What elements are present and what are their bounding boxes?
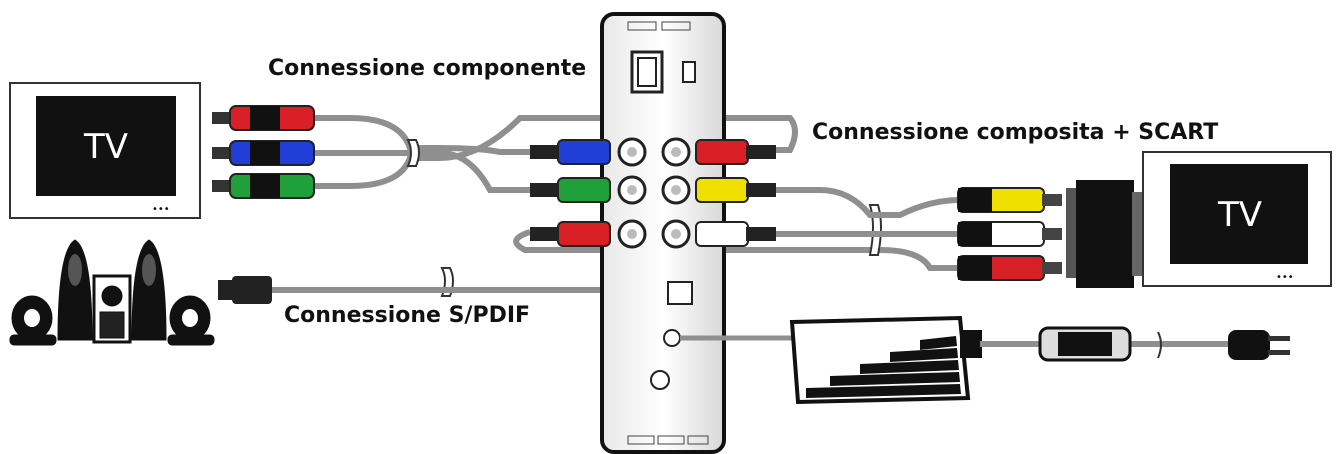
rca-plug-blue-device <box>530 139 611 165</box>
rca-plug-yellow-scart <box>957 187 1062 213</box>
tv-left: TV ••• <box>9 82 201 219</box>
tv-right-label: TV <box>1217 195 1262 235</box>
rca-plug-red-device-left <box>530 221 611 247</box>
rca-plug-red-left <box>212 105 315 131</box>
rca-plug-red-scart <box>957 255 1062 281</box>
composite-scart-connection-label: Connessione composita + SCART <box>812 120 1219 145</box>
component-cable <box>312 115 880 253</box>
speaker-set-icon <box>9 239 215 346</box>
tv-right-indicator: ••• <box>1276 272 1294 283</box>
tv-left-label: TV <box>83 127 128 167</box>
rca-plug-green-left <box>212 173 315 199</box>
power-adapter-icon <box>680 315 1230 405</box>
composite-cable <box>776 187 961 271</box>
rca-plug-white-device <box>695 221 776 247</box>
rca-plug-red-device-right <box>695 139 776 165</box>
rca-plug-yellow-device <box>695 177 776 203</box>
rca-plug-white-scart <box>957 221 1062 247</box>
rca-plug-green-device <box>530 177 611 203</box>
spdif-connection-label: Connessione S/PDIF <box>284 303 531 328</box>
scart-adapter-icon <box>1066 180 1142 288</box>
component-connection-label: Connessione componente <box>268 56 587 81</box>
power-plug-icon <box>1228 330 1290 360</box>
tv-right: TV ••• <box>1142 151 1332 287</box>
tv-left-indicator: ••• <box>152 204 170 215</box>
rca-plug-blue-left <box>212 140 315 166</box>
